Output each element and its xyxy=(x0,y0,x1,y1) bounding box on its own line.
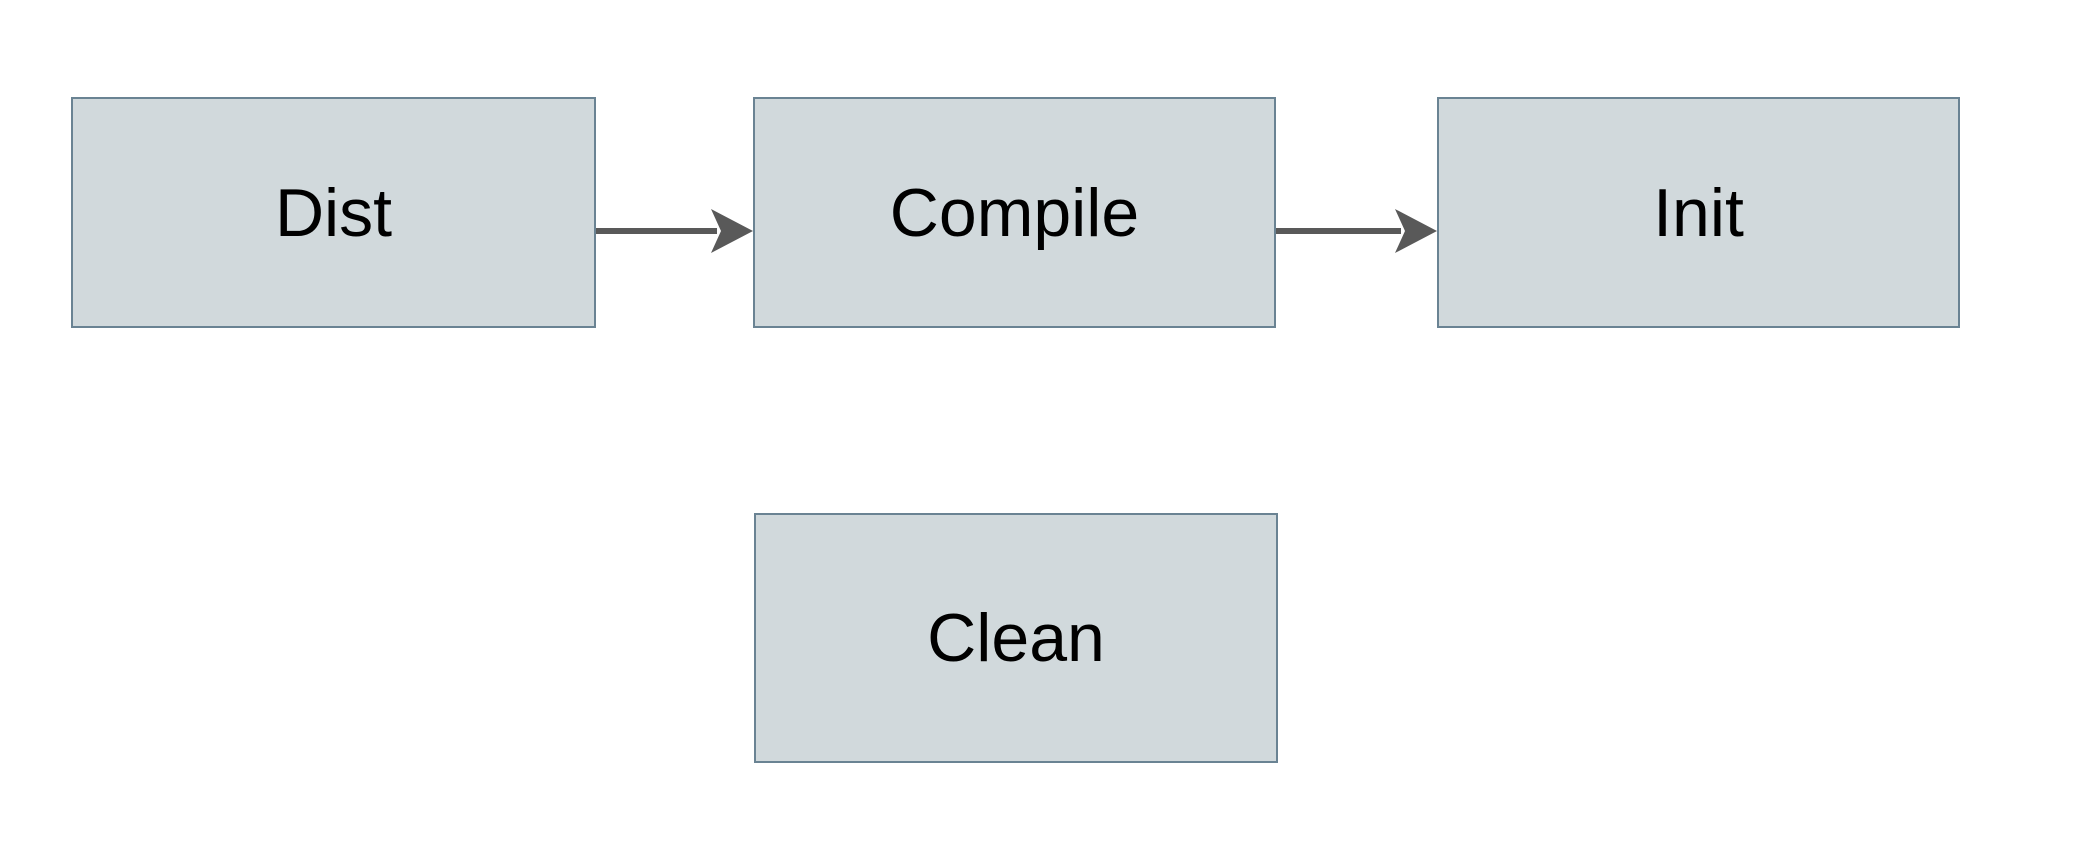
node-label-dist: Dist xyxy=(274,174,393,251)
edge-line xyxy=(1276,228,1401,234)
node-compile[interactable]: Compile xyxy=(753,97,1276,328)
node-init[interactable]: Init xyxy=(1437,97,1960,328)
node-dist[interactable]: Dist xyxy=(71,97,596,328)
arrowhead-icon xyxy=(1395,209,1437,253)
edge-line xyxy=(596,228,717,234)
node-clean[interactable]: Clean xyxy=(754,513,1278,763)
node-label-compile: Compile xyxy=(889,174,1140,251)
edge-compile-to-init xyxy=(1276,209,1437,253)
arrowhead-icon xyxy=(711,209,753,253)
edge-dist-to-compile xyxy=(596,209,753,253)
node-label-init: Init xyxy=(1653,174,1744,251)
node-label-clean: Clean xyxy=(927,600,1105,676)
